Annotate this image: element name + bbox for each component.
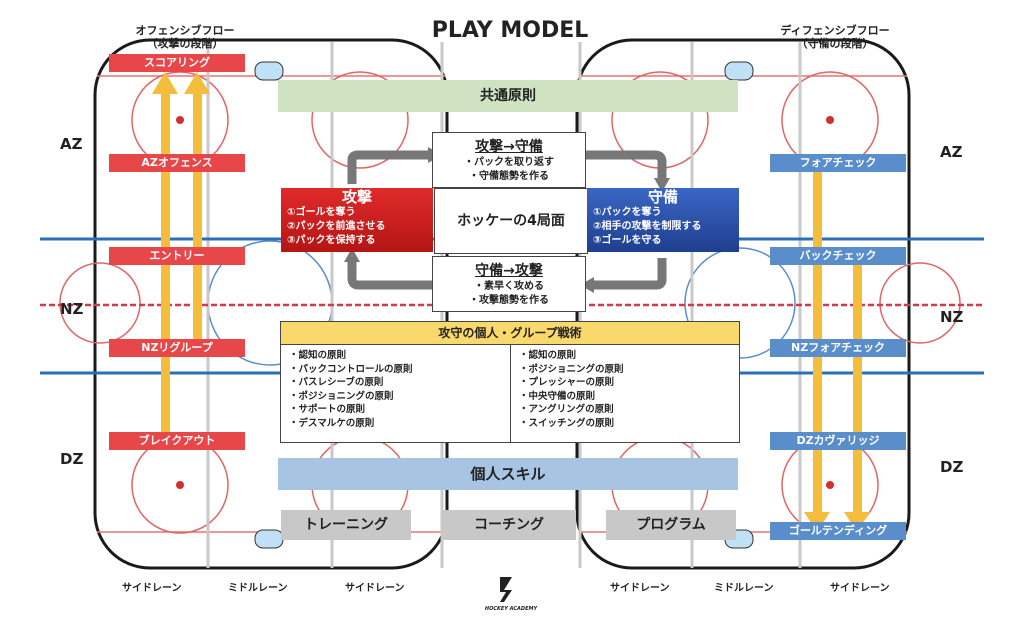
defense-label-nz-forecheck: NZフォアチェック [770,339,906,357]
transition-ad-item: ・パックを取り返す [464,157,554,168]
zone-az-left: AZ [60,135,83,153]
offense-phase-title: オフェンシブフロー （攻撃の段階） [110,24,260,50]
transition-ad-title: 攻撃→守備 [475,139,543,155]
tactic-item: ・パックコントロールの原則 [289,363,413,375]
lane-label-side-right: サイドレーン [610,583,670,594]
defense-item: ①パックを奪う [593,207,662,218]
offense-label-scoring: スコアリング [109,54,245,72]
zone-nz-right: NZ [940,308,964,326]
defense-title: 守備 [647,188,678,206]
tactics-list-defense: ・認知の原則 ・ポジショニングの原則 ・プレッシャーの原則 ・中央守備の原則 ・… [519,349,624,430]
defense-item: ③ゴールを守る [593,235,662,246]
offense-label-entry: エントリー [109,247,245,265]
defense-phase-line2: （守備の段階） [796,37,874,50]
tactics-list-offense: ・認知の原則 ・パックコントロールの原則 ・パスレシーブの原則 ・ポジショニング… [289,349,413,430]
tactics-title: 攻守の個人・グループ戦術 [280,321,740,345]
defense-label-goaltending: ゴールテンディング [770,522,906,540]
defense-label-forecheck: フォアチェック [770,154,906,172]
defense-label-backcheck: バックチェック [770,247,906,265]
transition-da-item: ・素早く攻める [474,281,544,292]
attack-item: ③パックを保持する [287,235,376,246]
tactics-divider [510,345,511,442]
lane-label-middle-right: ミドルレーン [714,583,774,594]
transition-attack-to-defense: 攻撃→守備 ・パックを取り返す ・守備態勢を作る [432,132,586,188]
tactic-item: ・プレッシャーの原則 [519,377,615,388]
logo-text: HOCKEY ACADEMY [484,606,538,612]
defense-phase-line1: ディフェンシブフロー [780,24,890,37]
lane-label-side-right2: サイドレーン [830,583,890,594]
zone-az-right: AZ [940,143,963,161]
offense-label-breakout: ブレイクアウト [109,432,245,450]
lane-label-side-left2: サイドレーン [345,583,405,594]
transition-da-item: ・攻撃態勢を作る [469,295,549,306]
lane-label-middle-left: ミドルレーン [228,583,288,594]
individual-skills-bar: 個人スキル [278,458,738,490]
zone-dz-left: DZ [60,450,84,468]
attack-title: 攻撃 [341,188,372,206]
offense-label-az-offense: AZオフェンス [109,154,245,172]
zone-dz-right: DZ [940,458,964,476]
tactic-item: ・サポートの原則 [289,404,366,415]
defense-box: 守備 ①パックを奪う ②相手の攻撃を制限する ③ゴールを守る [587,188,739,252]
tactic-item: ・アングリングの原則 [519,404,614,415]
four-phases-center: ホッケーの4局面 [434,188,588,254]
tactic-item: ・パスレシーブの原則 [289,377,384,388]
training-button[interactable]: トレーニング [281,510,411,540]
offense-label-nz-regroup: NZリグループ [109,339,245,357]
tactic-item: ・認知の原則 [519,350,577,361]
tactic-item: ・中央守備の原則 [519,390,596,402]
tactic-item: ・デスマルケの原則 [289,417,375,429]
tactic-item: ・認知の原則 [289,350,347,361]
defense-item: ②相手の攻撃を制限する [593,221,702,232]
defense-phase-title: ディフェンシブフロー （守備の段階） [760,24,910,50]
offense-phase-line1: オフェンシブフロー [135,24,235,37]
attack-box: 攻撃 ①ゴールを奪う ②パックを前進させる ③パックを保持する [281,188,433,252]
lane-label-side-left: サイドレーン [122,583,182,594]
attack-item: ②パックを前進させる [287,221,386,232]
zone-nz-left: NZ [60,300,84,318]
transition-ad-item: ・守備態勢を作る [469,171,549,182]
common-rules-bar: 共通原則 [278,80,738,112]
coaching-button[interactable]: コーチング [442,510,576,540]
attack-item: ①ゴールを奪う [287,207,356,218]
transition-da-title: 守備→攻撃 [475,263,543,279]
tactics-panel: ・認知の原則 ・パックコントロールの原則 ・パスレシーブの原則 ・ポジショニング… [280,344,740,443]
program-button[interactable]: プログラム [606,510,736,540]
transition-defense-to-attack: 守備→攻撃 ・素早く攻める ・攻撃態勢を作る [432,256,586,312]
tactic-item: ・ポジショニングの原則 [289,390,394,402]
defense-label-dz-coverage: DZカヴァリッジ [770,432,906,450]
tactic-item: ・ポジショニングの原則 [519,363,624,375]
tactic-item: ・スイッチングの原則 [519,417,615,429]
page-title: PLAY MODEL [431,18,589,43]
offense-phase-line2: （攻撃の段階） [146,37,224,50]
logo-mark [500,577,512,602]
